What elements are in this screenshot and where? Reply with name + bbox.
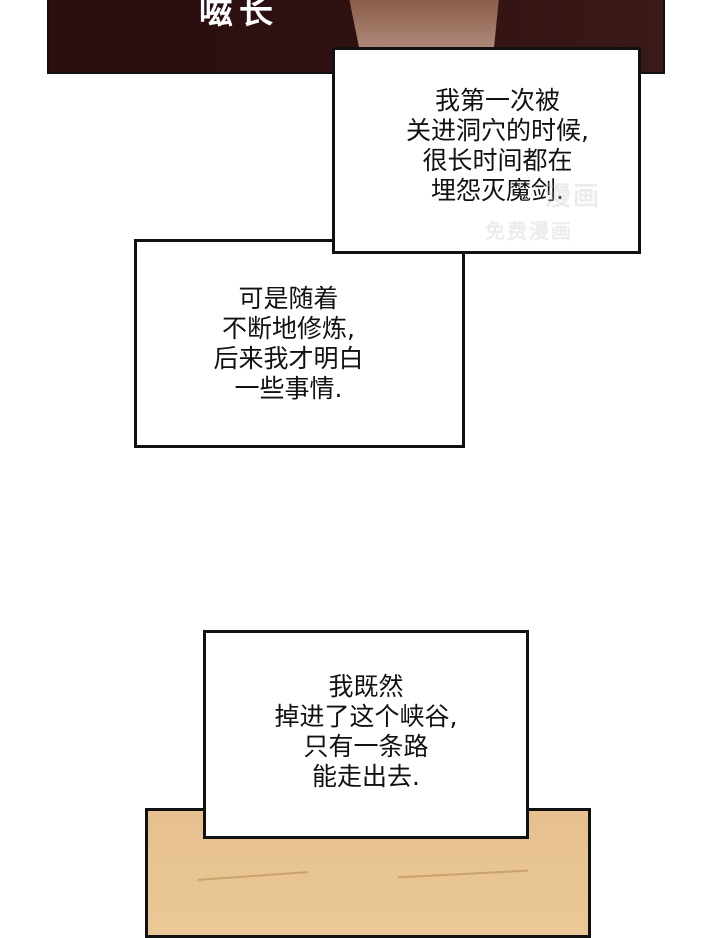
narration-box-1: 我第一次被 关进洞穴的时候, 很长时间都在 埋怨灭魔剑. (332, 47, 641, 254)
ground-crack (198, 871, 308, 881)
caption-line: 我第一次被 (434, 85, 560, 115)
caption-line: 一些事情. (234, 373, 343, 403)
watermark: 漫画 免费漫画 (485, 180, 601, 248)
narration-box-3: 我既然 掉进了这个峡谷, 只有一条路 能走出去. (203, 630, 529, 839)
sound-effect-text: 嗞长 (199, 0, 279, 32)
narration-box-2: 可是随着 不断地修炼, 后来我才明白 一些事情. (134, 239, 465, 448)
caption-line: 能走出去. (312, 762, 420, 791)
caption-line: 埋怨灭魔剑. (431, 175, 564, 205)
caption-line: 掉进了这个峡谷, (274, 702, 458, 731)
caption-line: 关进洞穴的时候, (406, 115, 589, 145)
ground-crack (398, 869, 528, 879)
watermark-line: 漫画 (545, 182, 602, 212)
caption-line: 后来我才明白 (213, 343, 364, 373)
caption-line: 可是随着 (238, 283, 339, 313)
caption-line: 只有一条路 (303, 732, 429, 761)
caption-line: 不断地修炼, (222, 313, 355, 343)
watermark-line: 免费漫画 (485, 219, 573, 243)
caption-line: 很长时间都在 (422, 145, 573, 175)
caption-line: 我既然 (328, 672, 404, 701)
